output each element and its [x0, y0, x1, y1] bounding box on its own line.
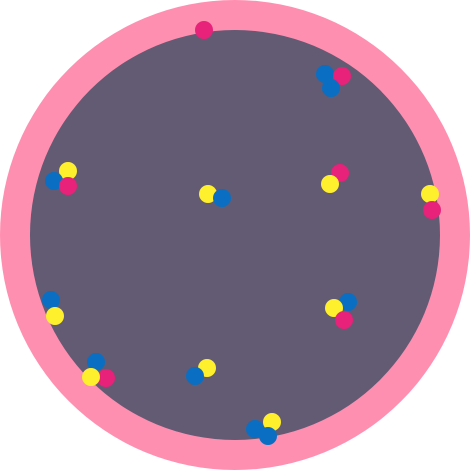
cluster-left-upper[interactable]	[45, 162, 77, 195]
cluster-left-lower[interactable]	[42, 291, 64, 325]
cluster-top[interactable]	[195, 21, 213, 39]
blue-ball[interactable]	[213, 189, 231, 207]
cluster-right-center[interactable]	[321, 164, 349, 193]
magenta-ball[interactable]	[333, 67, 351, 85]
blue-ball[interactable]	[339, 293, 357, 311]
yellow-ball[interactable]	[199, 185, 217, 203]
blue-ball[interactable]	[186, 367, 204, 385]
yellow-ball[interactable]	[263, 413, 281, 431]
yellow-ball[interactable]	[421, 185, 439, 203]
magenta-ball[interactable]	[335, 311, 353, 329]
arena-field[interactable]	[30, 30, 440, 440]
blue-ball[interactable]	[316, 65, 334, 83]
blue-ball[interactable]	[259, 427, 277, 445]
blue-ball[interactable]	[42, 291, 60, 309]
blue-ball[interactable]	[45, 172, 63, 190]
yellow-ball[interactable]	[82, 368, 100, 386]
cluster-bottom-left[interactable]	[82, 353, 115, 387]
cluster-right-edge[interactable]	[421, 185, 441, 219]
cluster-upper-right[interactable]	[316, 65, 351, 97]
yellow-ball[interactable]	[46, 307, 64, 325]
blue-ball[interactable]	[87, 353, 105, 371]
blue-ball[interactable]	[322, 79, 340, 97]
yellow-ball[interactable]	[59, 162, 77, 180]
cluster-bottom[interactable]	[246, 413, 281, 445]
yellow-ball[interactable]	[321, 175, 339, 193]
magenta-ball[interactable]	[423, 201, 441, 219]
magenta-ball[interactable]	[97, 369, 115, 387]
cluster-bottom-mid[interactable]	[186, 359, 216, 385]
magenta-ball[interactable]	[195, 21, 213, 39]
yellow-ball[interactable]	[325, 299, 343, 317]
magenta-ball[interactable]	[59, 177, 77, 195]
ball-layer	[42, 21, 441, 445]
cluster-right-lower[interactable]	[325, 293, 357, 329]
cluster-center[interactable]	[199, 185, 231, 207]
